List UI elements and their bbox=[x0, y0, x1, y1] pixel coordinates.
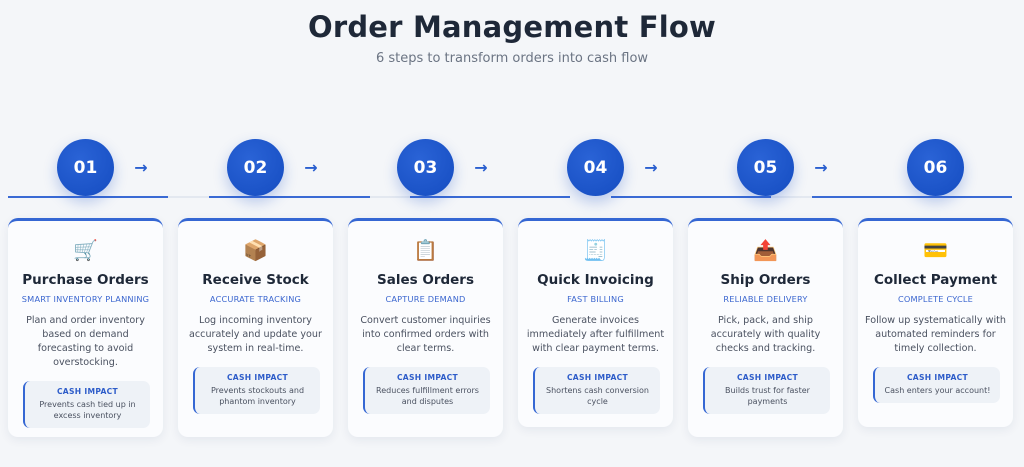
timeline-line-segment bbox=[8, 196, 168, 198]
shopping-cart-icon: 🛒 bbox=[73, 238, 98, 262]
step-title: Receive Stock bbox=[202, 272, 309, 288]
cash-impact-text: Reduces fulfillment errors and disputes bbox=[376, 386, 479, 406]
cash-impact-box: CASH IMPACT Prevents cash tied up in exc… bbox=[23, 381, 150, 428]
arrow-right-icon: → bbox=[134, 157, 148, 177]
step-title: Purchase Orders bbox=[22, 272, 149, 288]
timeline-line-gap bbox=[370, 196, 410, 198]
cash-impact-box: CASH IMPACT Prevents stockouts and phant… bbox=[193, 367, 320, 414]
step-tag: COMPLETE CYCLE bbox=[897, 294, 974, 304]
timeline-line-segment bbox=[812, 196, 1012, 198]
receipt-icon: 🧾 bbox=[583, 238, 608, 262]
step-description: Log incoming inventory accurately and up… bbox=[189, 315, 322, 354]
step-number-badge: 06 bbox=[907, 139, 964, 196]
cash-impact-label: CASH IMPACT bbox=[566, 373, 629, 382]
step-description: Generate invoices immediately after fulf… bbox=[526, 315, 665, 354]
timeline-line-gap bbox=[168, 196, 209, 198]
timeline-line-segment bbox=[410, 196, 570, 198]
step-card-sales-orders: 📋 Sales Orders CAPTURE DEMAND Convert cu… bbox=[348, 218, 503, 437]
cash-impact-text: Prevents cash tied up in excess inventor… bbox=[39, 400, 136, 420]
cash-impact-label: CASH IMPACT bbox=[226, 373, 289, 382]
step-card-quick-invoicing: 🧾 Quick Invoicing FAST BILLING Generate … bbox=[518, 218, 673, 427]
cash-impact-text: Shortens cash conversion cycle bbox=[546, 386, 649, 406]
timeline-line-gap bbox=[771, 196, 812, 198]
cash-impact-box: CASH IMPACT Builds trust for faster paym… bbox=[703, 367, 830, 414]
timeline-line-segment bbox=[209, 196, 370, 198]
cash-impact-text: Prevents stockouts and phantom inventory bbox=[210, 386, 305, 406]
step-tag: FAST BILLING bbox=[567, 294, 624, 304]
step-tag: ACCURATE TRACKING bbox=[209, 294, 302, 304]
step-tag: RELIABLE DELIVERY bbox=[723, 294, 808, 304]
step-number-badge: 03 bbox=[397, 139, 454, 196]
step-title: Collect Payment bbox=[873, 272, 998, 288]
step-card-collect-payment: 💳 Collect Payment COMPLETE CYCLE Follow … bbox=[858, 218, 1013, 427]
cash-impact-label: CASH IMPACT bbox=[906, 373, 969, 382]
step-title: Sales Orders bbox=[377, 272, 474, 288]
step-card-ship-orders: 📤 Ship Orders RELIABLE DELIVERY Pick, pa… bbox=[688, 218, 843, 437]
arrow-right-icon: → bbox=[814, 157, 828, 177]
step-number-badge: 04 bbox=[567, 139, 624, 196]
step-description: Pick, pack, and ship accurately with qua… bbox=[710, 315, 821, 354]
outbox-tray-icon: 📤 bbox=[753, 238, 778, 262]
cash-impact-box: CASH IMPACT Reduces fulfillment errors a… bbox=[363, 367, 490, 414]
page-subtitle: 6 steps to transform orders into cash fl… bbox=[375, 51, 649, 66]
step-title: Ship Orders bbox=[720, 272, 811, 288]
step-number-badge: 01 bbox=[57, 139, 114, 196]
step-description: Convert customer inquiries into confirme… bbox=[360, 315, 491, 354]
step-tag: CAPTURE DEMAND bbox=[385, 294, 466, 304]
step-tag: SMART INVENTORY PLANNING bbox=[21, 294, 150, 304]
cash-impact-box: CASH IMPACT Cash enters your account! bbox=[873, 367, 1000, 403]
step-number-badge: 05 bbox=[737, 139, 794, 196]
arrow-right-icon: → bbox=[644, 157, 658, 177]
clipboard-icon: 📋 bbox=[413, 238, 438, 262]
cash-impact-text: Cash enters your account! bbox=[884, 386, 991, 395]
page-title: Order Management Flow bbox=[307, 10, 716, 44]
step-number-badge: 02 bbox=[227, 139, 284, 196]
cash-impact-label: CASH IMPACT bbox=[56, 387, 119, 396]
step-card-receive-stock: 📦 Receive Stock ACCURATE TRACKING Log in… bbox=[178, 218, 333, 437]
timeline-line-segment bbox=[611, 196, 771, 198]
cash-impact-label: CASH IMPACT bbox=[396, 373, 459, 382]
step-card-purchase-orders: 🛒 Purchase Orders SMART INVENTORY PLANNI… bbox=[8, 218, 163, 437]
step-description: Follow up systematically with automated … bbox=[865, 315, 1006, 354]
package-box-icon: 📦 bbox=[243, 238, 268, 262]
cash-impact-box: CASH IMPACT Shortens cash conversion cyc… bbox=[533, 367, 660, 414]
cash-impact-label: CASH IMPACT bbox=[736, 373, 799, 382]
credit-card-icon: 💳 bbox=[923, 238, 948, 262]
cash-impact-text: Builds trust for faster payments bbox=[725, 386, 810, 406]
step-title: Quick Invoicing bbox=[537, 272, 654, 288]
arrow-right-icon: → bbox=[474, 157, 488, 177]
arrow-right-icon: → bbox=[304, 157, 318, 177]
step-description: Plan and order inventory based on demand… bbox=[26, 315, 145, 368]
